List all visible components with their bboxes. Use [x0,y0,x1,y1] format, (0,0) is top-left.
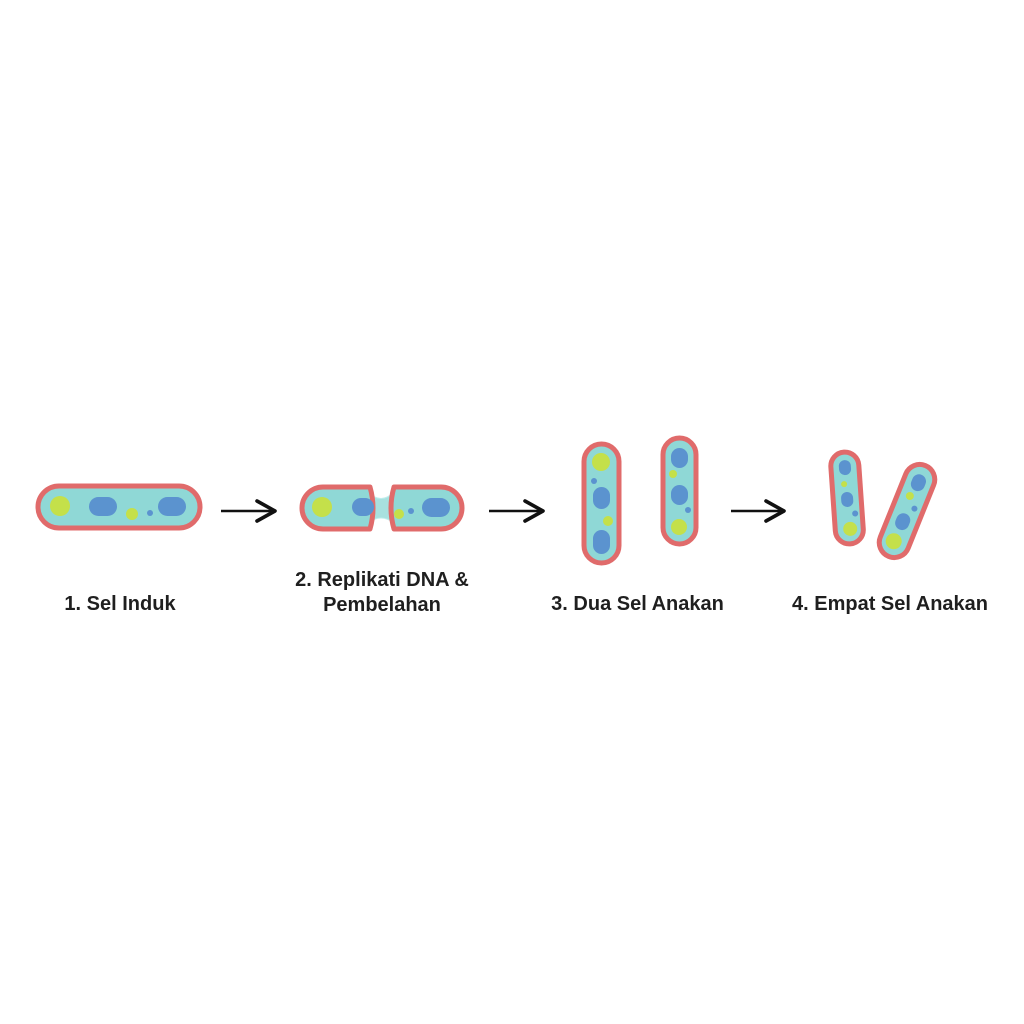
step-2-label-line-2: Pembelahan [323,594,441,616]
parent-cell [35,483,203,531]
granddaughter-cell-right [876,461,938,561]
step-4-label: 4. Empat Sel Anakan [792,593,988,615]
step-1-label: 1. Sel Induk [64,593,176,615]
step-3-label: 3. Dua Sel Anakan [551,593,724,615]
dividing-cell [299,484,465,532]
step-2-label-line-1: 2. Replikati DNA & [295,569,469,591]
granddaughter-cell-left [828,449,866,547]
daughter-cell-right [660,435,699,547]
step-2-label: 2. Replikati DNA & Pembelahan [262,568,502,618]
daughter-cell-left [581,441,622,566]
